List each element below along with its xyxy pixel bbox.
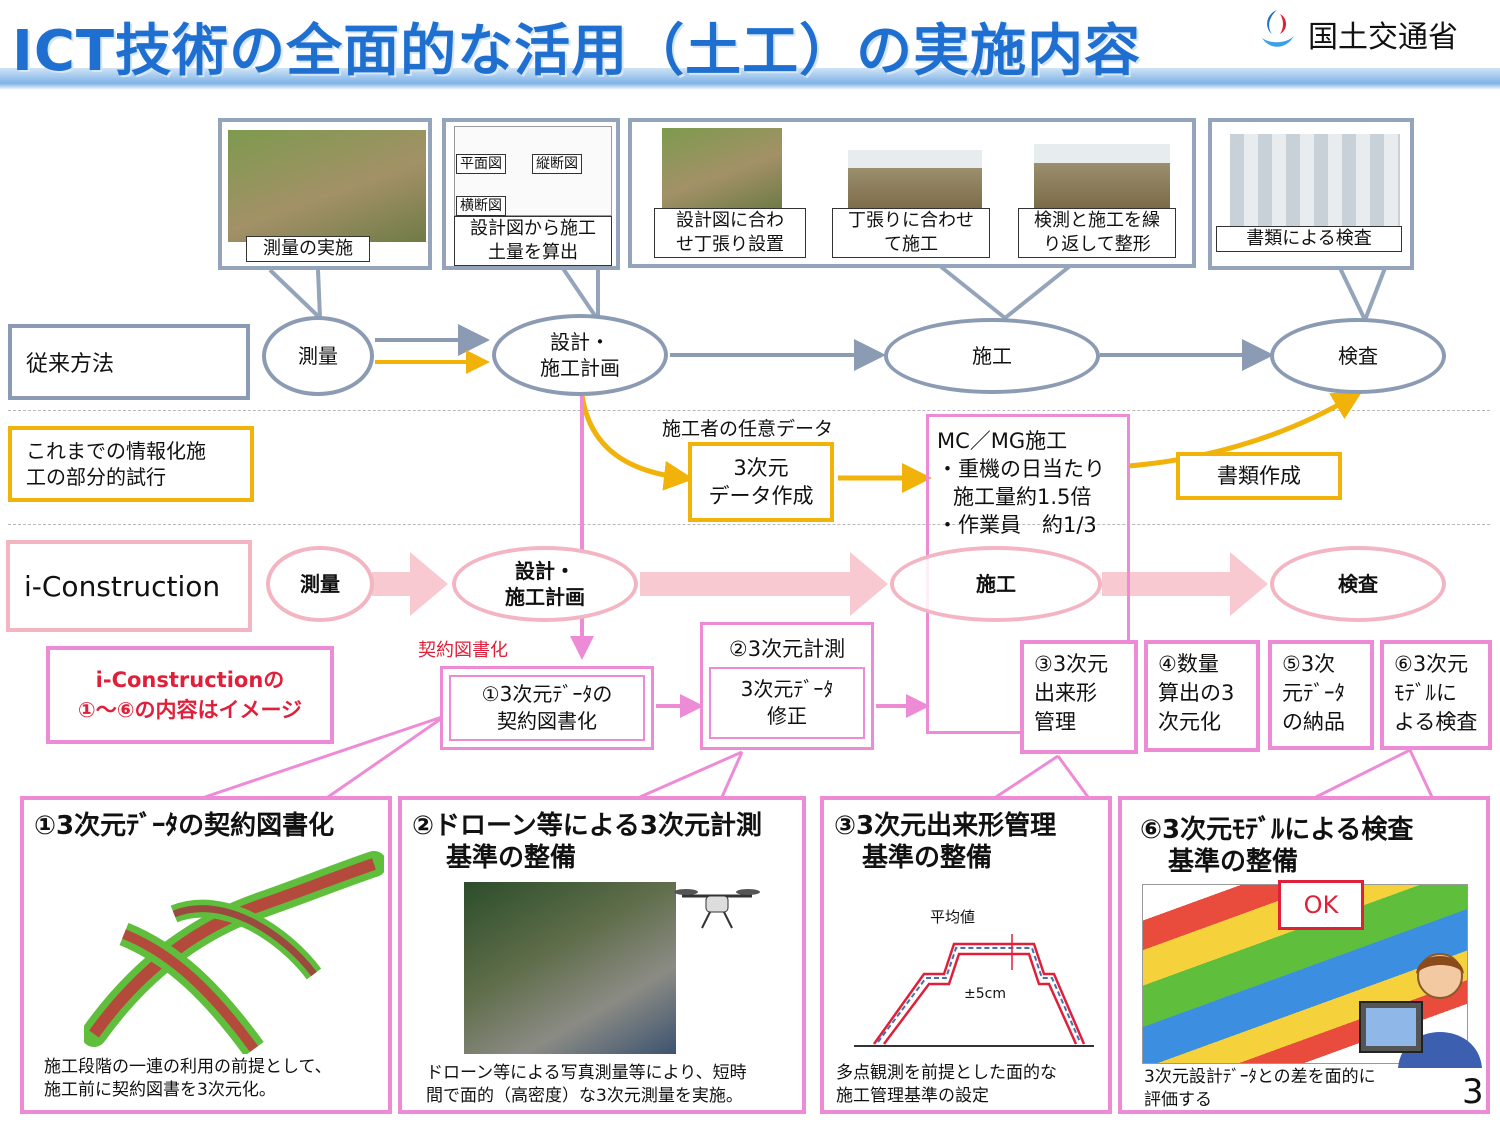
photo-box-construction: 設計図に合わせ丁張り設置 丁張りに合わせて施工 検測と施工を繰り返して整形	[628, 118, 1196, 268]
detail-panel-4: ⑥3次元ﾓﾃﾞﾙによる検査基準の整備 OK 3次元設計ﾃﾞｰﾀとの差を面的に評価…	[1118, 796, 1490, 1114]
detail-title: ⑥3次元ﾓﾃﾞﾙによる検査基準の整備	[1140, 815, 1414, 877]
photo-caption: 設計図に合わせ丁張り設置	[654, 208, 806, 258]
step-2-head: ②3次元計測	[728, 637, 846, 661]
grader-photo	[848, 150, 982, 210]
contract-note: 契約図書化	[418, 640, 508, 661]
step-3-box: ③3次元出来形管理	[1020, 640, 1138, 754]
photo-box-inspection: 書類による検査	[1208, 118, 1414, 270]
stage-design: 設計・施工計画	[492, 314, 668, 396]
detail-caption: 多点観測を前提とした面的な施工管理基準の設定	[836, 1063, 1057, 1106]
detail-title: ③3次元出来形管理基準の整備	[834, 811, 1057, 873]
ministry-logo-icon	[1262, 10, 1294, 47]
ic-stage-design: 設計・施工計画	[452, 546, 638, 622]
photo-caption: 検測と施工を繰り返して整形	[1018, 208, 1176, 258]
page-title: ICT技術の全面的な活用（土工）の実施内容	[12, 19, 1142, 84]
step-2-box: ②3次元計測 3次元ﾃﾞｰﾀ修正	[700, 622, 874, 750]
step-1-text: ①3次元ﾃﾞｰﾀの契約図書化	[449, 675, 645, 741]
step-5-box: ⑤3次元ﾃﾞｰﾀの納品	[1268, 640, 1374, 750]
average-label: 平均値	[930, 908, 976, 926]
stage-inspection: 検査	[1270, 318, 1446, 394]
detail-panel-3: ③3次元出来形管理基準の整備 平均値 ±5cm 多点観測を前提とした面的な施工管…	[820, 796, 1112, 1114]
ic-stage-survey: 測量	[266, 546, 374, 622]
point-cloud-image	[464, 882, 676, 1054]
photo-caption: 設計図から施工土量を算出	[454, 216, 612, 266]
ic-stage-construction: 施工	[890, 546, 1102, 622]
inspection-photo	[1034, 144, 1170, 208]
row-label-conventional: 従来方法	[8, 324, 250, 400]
row-label-iconstruction: i-Construction	[6, 540, 252, 632]
header-band	[0, 68, 1500, 90]
row-separator	[8, 410, 1490, 411]
mcmg-box: MC／MG施工 ・重機の日当たり 施工量約1.5倍 ・作業員 約1/3	[926, 414, 1130, 734]
row-label-partial: これまでの情報化施工の部分的試行	[8, 426, 254, 502]
detail-title: ②ドローン等による3次元計測基準の整備	[412, 811, 763, 873]
row-separator	[8, 524, 1490, 525]
survey-photo	[228, 130, 426, 242]
ok-badge: OK	[1278, 880, 1364, 930]
3d-data-creation-box: 3次元データ作成	[688, 442, 834, 522]
photo-caption: 測量の実施	[246, 236, 370, 262]
3d-road-model-image	[84, 851, 384, 1054]
documents-photo	[1230, 134, 1400, 238]
drawing-label: 平面図	[456, 154, 506, 174]
step-2-text: 3次元ﾃﾞｰﾀ修正	[709, 667, 865, 739]
drone-icon	[674, 889, 760, 929]
stage-construction: 施工	[884, 318, 1100, 394]
mcmg-text: MC／MG施工 ・重機の日当たり 施工量約1.5倍 ・作業員 約1/3	[937, 429, 1105, 537]
photo-caption: 書類による検査	[1216, 226, 1402, 252]
drawing-label: 横断図	[456, 196, 506, 216]
ic-stage-inspection: 検査	[1270, 546, 1446, 622]
page-number: 3	[1462, 1072, 1484, 1112]
detail-title: ①3次元ﾃﾞｰﾀの契約図書化	[34, 811, 335, 841]
detail-caption: 3次元設計ﾃﾞｰﾀとの差を面的に評価する	[1144, 1067, 1376, 1110]
step-6-box: ⑥3次元ﾓﾃﾞﾙによる検査	[1380, 640, 1492, 750]
step-1-box: ①3次元ﾃﾞｰﾀの契約図書化	[440, 666, 654, 750]
drawing-label: 縦断図	[532, 154, 582, 174]
ministry-name: 国土交通省	[1308, 20, 1458, 55]
tolerance-label: ±5cm	[964, 986, 1006, 1002]
staking-photo	[662, 128, 782, 208]
detail-panel-2: ②ドローン等による3次元計測基準の整備 ドローン等による写真測量等により、短時間…	[398, 796, 806, 1114]
tolerance-section-diagram	[854, 934, 1094, 1047]
photo-caption: 丁張りに合わせて施工	[832, 208, 990, 258]
inspector-person-icon	[1359, 953, 1482, 1068]
stage-survey: 測量	[262, 316, 374, 396]
document-creation-box: 書類作成	[1176, 452, 1342, 500]
contractor-data-note: 施工者の任意データ	[662, 418, 834, 440]
photo-box-design: 平面図 縦断図 横断図 設計図から施工土量を算出	[442, 118, 620, 270]
photo-box-survey: 測量の実施	[218, 118, 432, 270]
detail-panel-1: ①3次元ﾃﾞｰﾀの契約図書化 施工段階の一連の利用の前提として、施工前に契約図書…	[20, 796, 392, 1114]
detail-caption: 施工段階の一連の利用の前提として、施工前に契約図書を3次元化。	[44, 1057, 332, 1100]
detail-caption: ドローン等による写真測量等により、短時間で面的（高密度）な3次元測量を実施。	[426, 1063, 747, 1106]
